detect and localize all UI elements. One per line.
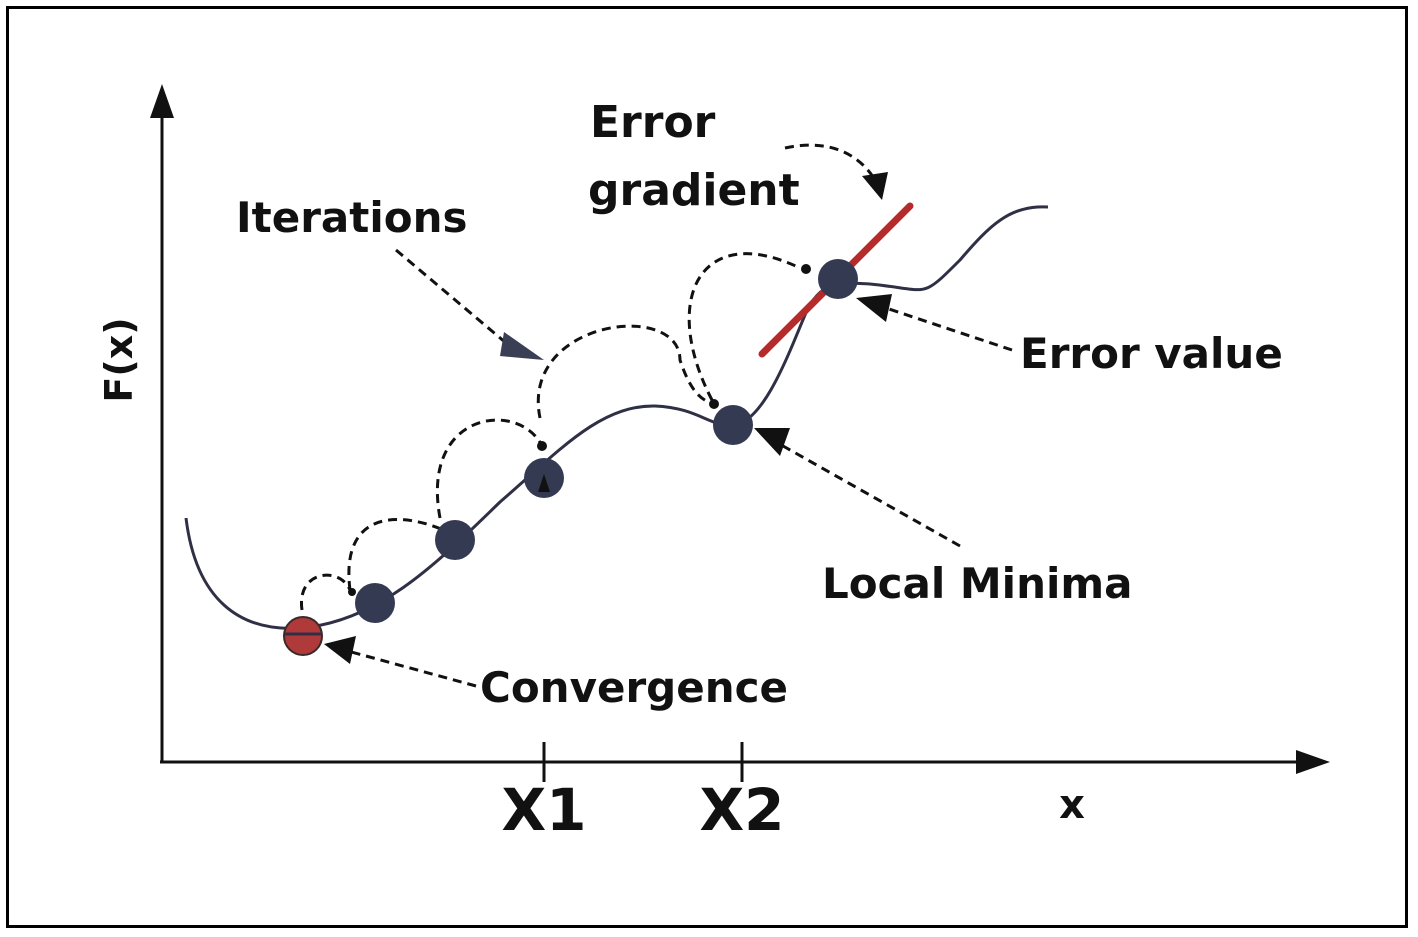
error-gradient-label-line1: Error — [590, 97, 716, 148]
x-axis — [160, 750, 1330, 774]
annotation-arrow-heads — [324, 172, 892, 664]
diagram-frame — [6, 6, 1408, 928]
point-error-value — [818, 259, 858, 299]
y-axis — [150, 84, 174, 762]
point-iteration-1 — [355, 583, 395, 623]
point-x1-arrow-tip — [538, 474, 550, 492]
convergence-label: Convergence — [480, 663, 788, 712]
point-convergence — [283, 616, 323, 656]
iterations-label: Iterations — [236, 193, 467, 242]
error-value-label: Error value — [1020, 329, 1283, 378]
arrowhead-iterations — [500, 332, 544, 360]
arrowhead-local-minima — [754, 428, 790, 456]
tick-label-x1: X1 — [501, 776, 586, 844]
y-axis-label: F(x) — [97, 317, 141, 402]
point-local-minima — [713, 405, 753, 445]
arrowhead-error-gradient — [862, 172, 888, 200]
local-minima-label: Local Minima — [822, 559, 1132, 608]
point-iteration-2 — [435, 520, 475, 560]
x-axis-label: x — [1059, 782, 1085, 828]
error-gradient-label-line2: gradient — [588, 165, 800, 216]
arrowhead-convergence — [324, 636, 356, 664]
annotation-arrows — [343, 143, 1013, 688]
iteration-arcs — [300, 252, 801, 611]
tick-label-x2: X2 — [699, 776, 784, 844]
arrowhead-error-value — [856, 294, 892, 322]
